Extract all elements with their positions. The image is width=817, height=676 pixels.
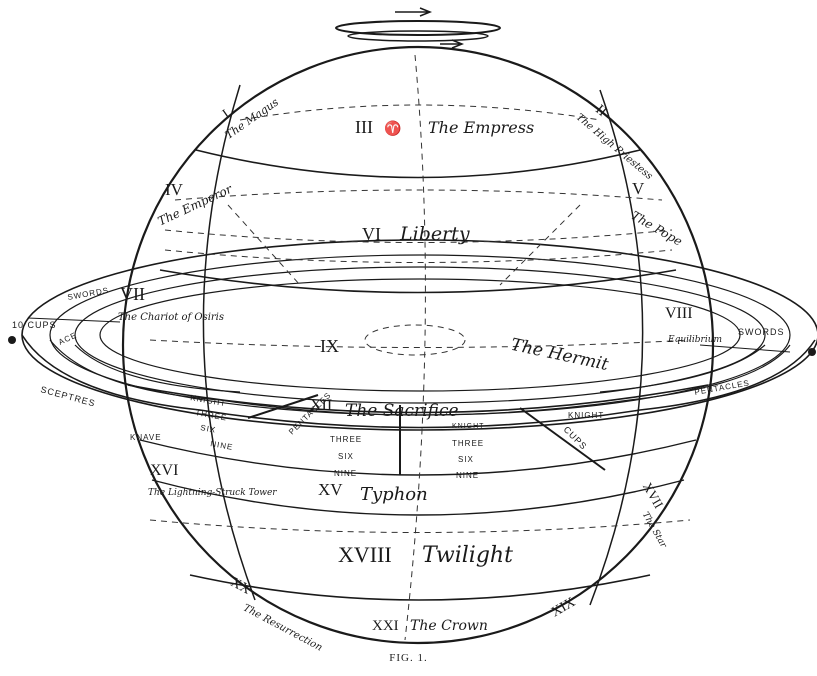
zone-left-low: XVI The Lightning-Struck Tower — [148, 462, 277, 498]
zone-left-ring: VII The Chariot of Osiris — [118, 284, 224, 323]
svg-text:The Chariot of Osiris: The Chariot of Osiris — [118, 312, 224, 323]
svg-text:The Lightning-Struck Tower: The Lightning-Struck Tower — [148, 488, 277, 498]
svg-text:NINE: NINE — [210, 439, 234, 452]
svg-text:SIX: SIX — [338, 452, 354, 461]
svg-text:THREE: THREE — [330, 435, 362, 444]
svg-text:♈: ♈ — [384, 120, 401, 137]
zone-left-mid: IV The Emperor — [156, 180, 236, 228]
svg-text:XVII: XVII — [640, 480, 667, 511]
rotation-arrows — [336, 8, 500, 48]
zone-center-upper: VI Liberty — [362, 223, 470, 245]
svg-text:ACE: ACE — [57, 330, 78, 346]
svg-text:VII: VII — [120, 284, 145, 304]
zone-twilight: XVIII Twilight — [338, 542, 513, 568]
zone-crown: XXI The Crown — [372, 618, 488, 634]
figure-caption: FIG. 1. — [0, 652, 817, 664]
svg-text:IX: IX — [320, 336, 339, 356]
svg-text:XV: XV — [318, 480, 343, 499]
zone-center: IX The Hermit — [320, 325, 610, 375]
svg-text:THREE: THREE — [452, 439, 484, 448]
svg-text:KNIGHT: KNIGHT — [568, 411, 604, 420]
svg-text:Twilight: Twilight — [422, 543, 513, 568]
svg-text:Typhon: Typhon — [360, 484, 428, 505]
svg-text:Equilibrium: Equilibrium — [667, 335, 722, 345]
svg-text:SIX: SIX — [458, 455, 474, 464]
svg-text:III: III — [355, 117, 373, 137]
svg-text:NINE: NINE — [456, 471, 479, 480]
svg-text:THREE: THREE — [195, 408, 228, 422]
svg-text:SIX: SIX — [200, 423, 217, 435]
zone-typhon: XV Typhon — [318, 480, 428, 505]
svg-text:SWORDS: SWORDS — [738, 327, 785, 337]
zone-top: III ♈ The Empress — [355, 117, 534, 137]
svg-text:The Hermit: The Hermit — [509, 335, 610, 375]
svg-text:XX: XX — [228, 575, 253, 598]
svg-text:The Empress: The Empress — [428, 118, 534, 137]
svg-text:IV: IV — [165, 180, 184, 199]
zone-right-ring: VIII Equilibrium — [665, 305, 722, 345]
svg-text:XVIII: XVIII — [338, 542, 392, 567]
svg-text:Liberty: Liberty — [399, 223, 470, 245]
zone-upper-right: II The High Priestess — [574, 96, 668, 182]
svg-text:NINE: NINE — [334, 469, 357, 478]
svg-text:10 CUPS: 10 CUPS — [12, 320, 57, 330]
svg-text:The Star: The Star — [640, 511, 669, 551]
zone-right-low: XVII The Star — [640, 480, 669, 551]
svg-text:V: V — [632, 179, 645, 198]
svg-text:The Crown: The Crown — [410, 618, 488, 634]
svg-text:VIII: VIII — [665, 305, 693, 322]
svg-text:KNAVE: KNAVE — [130, 433, 162, 442]
svg-text:The Sacrifice: The Sacrifice — [345, 401, 459, 421]
svg-text:KNIGHT: KNIGHT — [452, 423, 484, 430]
sphere — [123, 47, 713, 643]
zone-upper-left: I The Magus — [212, 80, 281, 142]
svg-text:XVI: XVI — [150, 462, 178, 479]
zone-right-mid: V The Pope — [629, 179, 685, 249]
svg-text:VI: VI — [362, 224, 381, 244]
zone-bottom-left: XX The Resurrection — [221, 575, 333, 654]
svg-text:XXI: XXI — [372, 618, 399, 634]
